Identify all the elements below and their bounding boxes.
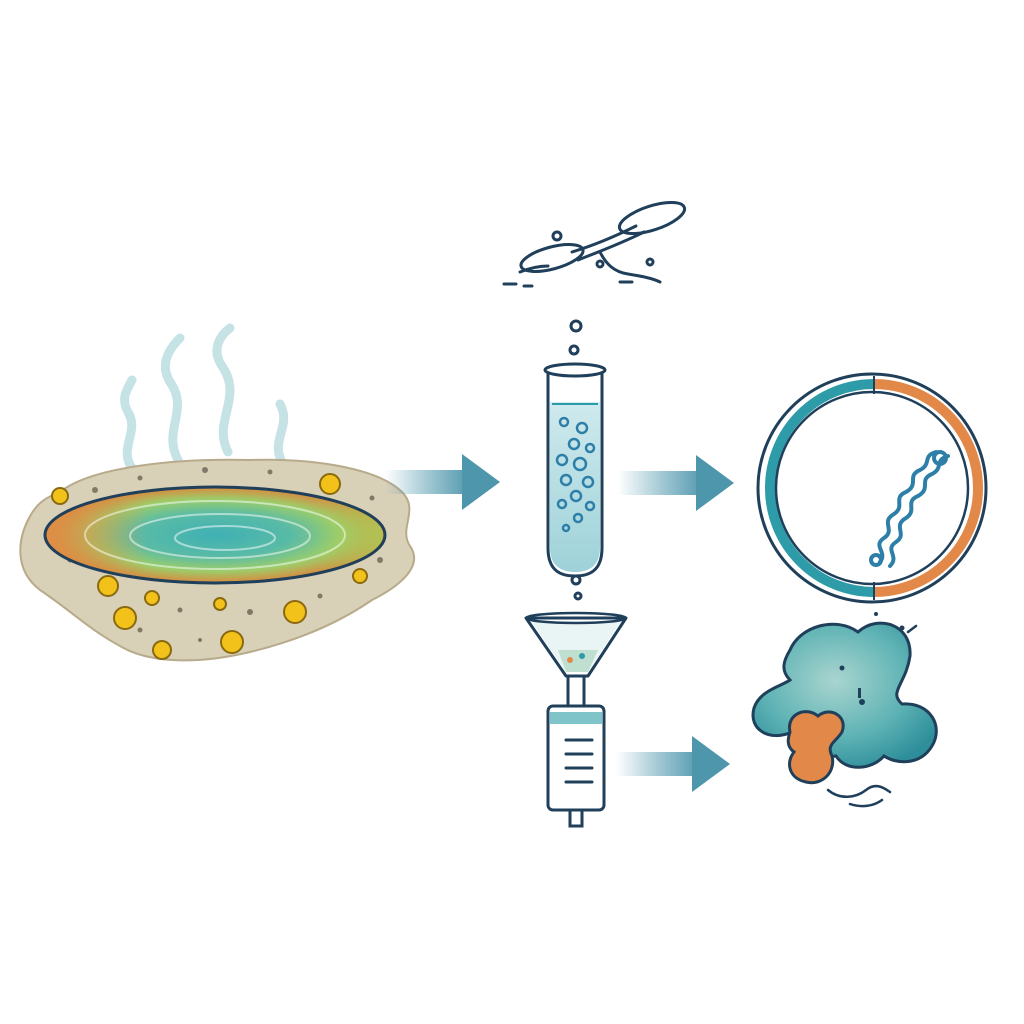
dna-strand-icon — [502, 200, 687, 288]
hot-spring-icon — [19, 323, 416, 662]
bubbles — [568, 319, 583, 356]
arrow-tube-to-plasmid — [618, 455, 734, 511]
steam-icon — [120, 323, 289, 473]
arrow-column-to-protein — [616, 736, 730, 792]
mineral-deposits — [51, 473, 368, 660]
arrow-spring-to-tube — [385, 454, 500, 510]
test-tube-icon — [543, 319, 607, 578]
plasmid-icon — [756, 372, 988, 604]
gene-insert-icon — [869, 450, 950, 568]
drops — [570, 574, 583, 601]
funnel-icon — [524, 574, 628, 708]
chromatography-column-icon — [546, 704, 606, 828]
protein-enzyme-icon — [751, 612, 938, 808]
